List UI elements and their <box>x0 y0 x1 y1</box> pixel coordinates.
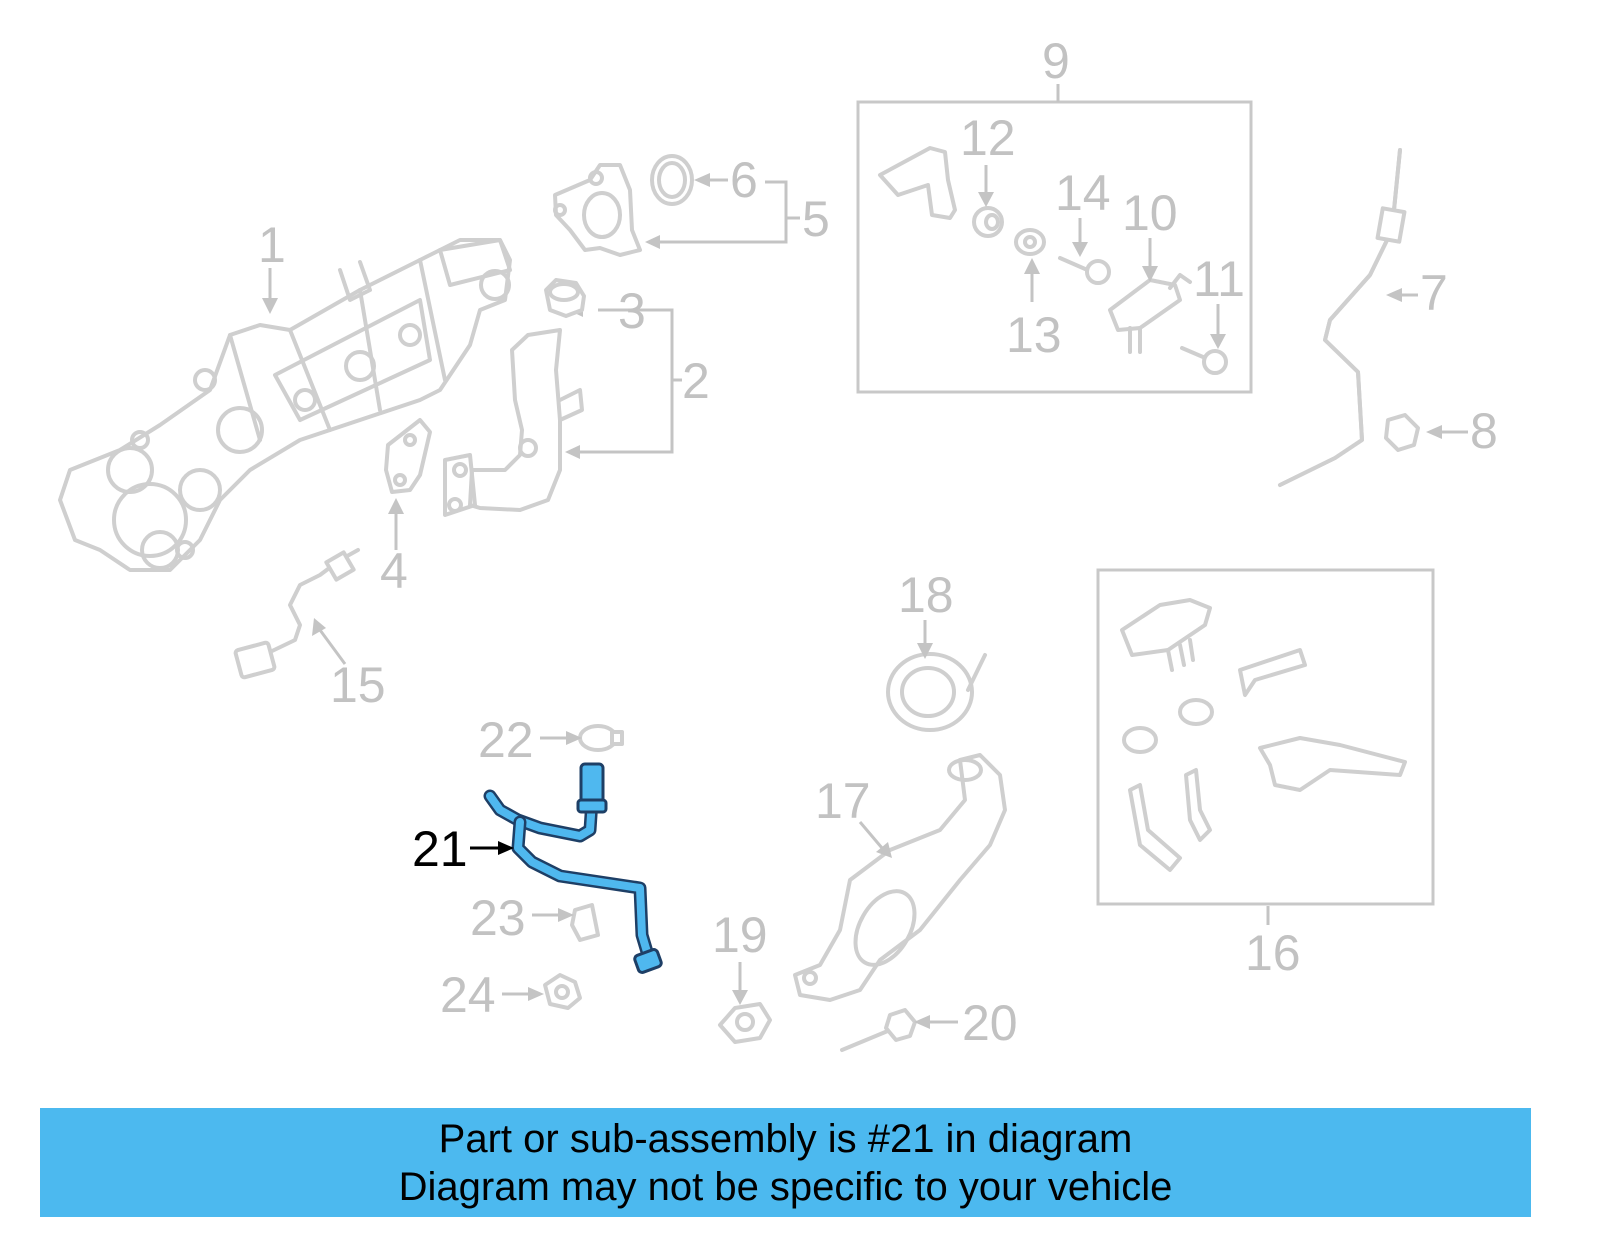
callout-7: 7 <box>1420 265 1448 321</box>
part-12-bushing <box>972 206 1004 238</box>
part-15-sensor <box>233 548 360 680</box>
part-7-pipe <box>1278 148 1407 487</box>
caption-line-1: Part or sub-assembly is #21 in diagram <box>438 1116 1133 1161</box>
callout-5: 5 <box>802 191 830 247</box>
callout-24: 24 <box>440 967 496 1023</box>
callout-22: 22 <box>478 712 534 768</box>
callout-3: 3 <box>618 283 646 339</box>
callout-13: 13 <box>1006 307 1062 363</box>
callout-10: 10 <box>1122 185 1178 241</box>
caption-line-2: Diagram may not be specific to your vehi… <box>398 1164 1173 1209</box>
part-20-bolt <box>840 1008 917 1052</box>
caption-banner: Part or sub-assembly is #21 in diagram D… <box>40 1108 1531 1217</box>
part-8-nut <box>1384 413 1420 452</box>
callout-17: 17 <box>815 773 871 829</box>
part-14-bolt <box>1058 256 1111 285</box>
callout-19: 19 <box>712 907 768 963</box>
callout-9: 9 <box>1042 33 1070 89</box>
part-16-kit-box <box>1096 568 1435 906</box>
callout-14: 14 <box>1055 165 1111 221</box>
callout-16: 16 <box>1245 925 1301 981</box>
parts-diagram: 1 2 3 4 6 5 <box>58 33 1498 1052</box>
part-11-bolt <box>1180 346 1228 375</box>
part-19-gasket <box>718 1002 772 1044</box>
callout-6: 6 <box>730 152 758 208</box>
callout-2: 2 <box>682 353 710 409</box>
part-13-washer <box>1014 228 1046 256</box>
part-22-clamp <box>578 724 624 752</box>
part-3-seal <box>544 278 586 318</box>
part-6-o-ring <box>650 154 694 206</box>
callout-11: 11 <box>1193 251 1245 307</box>
part-2-egr-tube <box>443 328 584 517</box>
callout-21: 21 <box>412 821 468 877</box>
part-16-contents <box>1120 598 1407 872</box>
part-23-bracket <box>570 903 600 942</box>
part-5-housing <box>553 163 642 257</box>
part-18-seal <box>886 652 987 732</box>
callout-20: 20 <box>962 995 1018 1051</box>
callout-18: 18 <box>898 567 954 623</box>
callout-12: 12 <box>960 110 1016 166</box>
part-10-sensor <box>1108 273 1192 354</box>
part-1-egr-cooler <box>58 238 512 572</box>
part-bracket <box>878 146 957 220</box>
part-24-nut <box>543 973 582 1010</box>
part-4-gasket <box>384 418 432 494</box>
callout-4: 4 <box>380 543 408 599</box>
callout-23: 23 <box>470 890 526 946</box>
callout-15: 15 <box>330 657 386 713</box>
part-9-kit-box <box>856 100 1253 394</box>
part-21-tube <box>483 762 663 974</box>
callout-8: 8 <box>1470 403 1498 459</box>
callout-1: 1 <box>258 217 286 273</box>
